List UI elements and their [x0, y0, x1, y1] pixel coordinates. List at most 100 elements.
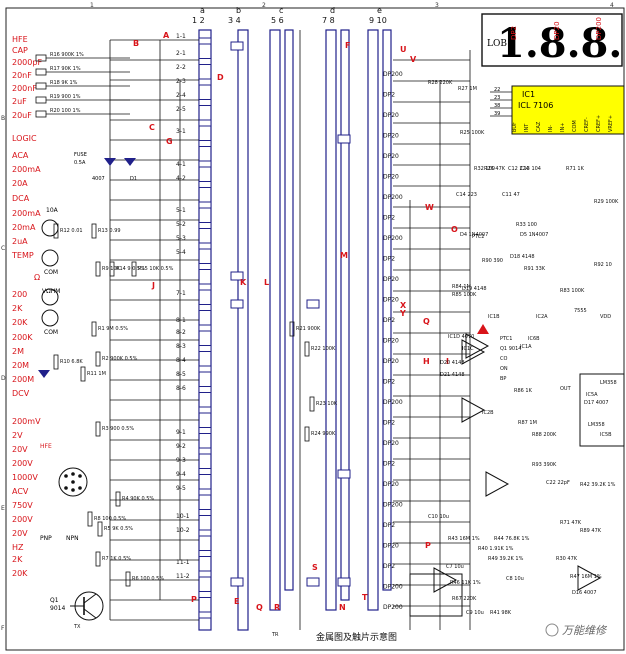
ruler-letter: E [1, 505, 5, 512]
range-label: 20M [12, 361, 29, 370]
ruler-number: 2 [262, 2, 266, 9]
component-label: PTC1 [500, 336, 512, 342]
dp-label: DP200 [383, 399, 403, 406]
range-label: DCA [12, 194, 30, 203]
component-label: C13 104 [520, 166, 541, 172]
component-label: R92 10 [594, 262, 612, 268]
watermark: 万能维修 [545, 623, 608, 637]
contact-pad [198, 386, 212, 393]
range-label: 200M [12, 375, 34, 384]
dp-label: DP20 [383, 174, 399, 181]
op-amp-symbol [577, 565, 602, 591]
switch-pin-label: 10-1 [176, 513, 190, 520]
resistor-label: R11 1M [87, 371, 106, 377]
arrow-label: Y [399, 309, 406, 318]
switch-pin-label: 8-6 [176, 385, 186, 392]
resistor-label: R12 0.01 [60, 228, 83, 234]
column-number: 5 6 [271, 16, 284, 25]
ic-pin-label: CREF+ [596, 115, 602, 132]
range-label: 2000pF [12, 58, 42, 67]
resistor-body [95, 351, 101, 367]
component-label: R49 39.2K 1% [488, 556, 524, 562]
component-label: R90 390 [482, 258, 503, 264]
ic-pin-label: IN- [548, 125, 554, 132]
arrow-label: E [234, 597, 239, 606]
switch-pin-label: 7-1 [176, 290, 186, 297]
component-label: IC1D 4070 [448, 334, 474, 340]
resistor-label: R15 10K 0.5% [138, 266, 174, 272]
dp-label: DP20 [383, 358, 399, 365]
op-amp-symbol [461, 339, 486, 365]
column-letter: e [377, 6, 382, 15]
switch-pin-label: 10-2 [176, 527, 190, 534]
diagram-title: 金属图及触片示意图 [316, 631, 397, 643]
range-label: 200K [12, 333, 33, 342]
column-letter: a [200, 6, 205, 15]
component-label: R93 390K [532, 462, 557, 468]
op-amp-symbol [461, 397, 486, 423]
svg-text:38: 38 [494, 103, 500, 109]
ic-7555-box [579, 373, 625, 447]
ic1-part: ICL 7106 [518, 101, 553, 110]
arrow-label: G [166, 137, 173, 146]
contact-block [337, 469, 351, 479]
contact-block [306, 299, 320, 309]
terminal-vohm [41, 288, 59, 306]
resistor-body [91, 223, 97, 239]
resistor-label: R4 90K 0.5% [122, 496, 154, 502]
component-label: D20 4148 [440, 360, 465, 366]
contact-pad [198, 529, 212, 537]
component-label: R44 76.8K 1% [494, 536, 530, 542]
range-label: 20V [12, 445, 28, 454]
dp-label: DP2 [383, 379, 395, 386]
switch-pin-label: 3-1 [176, 128, 186, 135]
component-label: R87 1M [518, 420, 537, 426]
contact-pad [198, 406, 212, 414]
component-label: R71 1K [566, 166, 585, 172]
contact-pad [198, 181, 212, 188]
range-label: 200 [12, 290, 27, 299]
switch-pins: 1-12-12-22-32-42-53-14-14-25-15-25-35-47… [176, 33, 190, 580]
contact-pad [198, 324, 212, 332]
component-label: D16 4007 [572, 590, 597, 596]
switch-pin-label: 9-2 [176, 443, 186, 450]
contact-pad [198, 283, 212, 291]
contact-strip [237, 29, 249, 631]
component-label: C10 10u [428, 514, 449, 520]
hfe-socket [58, 467, 88, 497]
switch-pin-label: 11-2 [176, 573, 190, 580]
range-label: 20V [12, 529, 28, 538]
switch-pin-label: 5-1 [176, 207, 186, 214]
arrow-label: C [149, 123, 155, 132]
range-label: 20A [12, 179, 28, 188]
resistor-label: R21 900K [296, 326, 321, 332]
arrow-label: S [312, 563, 318, 572]
resistor-label: R3 900 0.5% [102, 426, 134, 432]
range-label: 200V [12, 459, 33, 468]
range-label: 2K [12, 304, 23, 313]
arrow-label: J [151, 281, 155, 290]
ic-pin-label: BUF [512, 122, 518, 132]
column-number: 7 8 [322, 16, 335, 25]
component-label: R88 200K [532, 432, 557, 438]
arrow-label: D [217, 73, 224, 82]
terminal-label: COM [44, 329, 58, 336]
component-label: R71 47K [560, 520, 582, 526]
range-label: 2uA [12, 237, 28, 246]
resistor-body [97, 521, 103, 537]
switch-pin-label: 4-2 [176, 175, 186, 182]
dp-label: DP20 [383, 297, 399, 304]
resistor-label: R18 9K 1% [50, 80, 78, 86]
switch-contact-strips [198, 29, 392, 631]
switch-pin-label: 8-4 [176, 357, 186, 364]
contact-pad [198, 222, 212, 229]
component-label: C9 10u [466, 610, 484, 616]
component-label: R47 16M 1% [570, 574, 602, 580]
arrow-label: M [340, 251, 348, 260]
resistor-body [87, 511, 93, 527]
resistor-body [125, 571, 131, 587]
contact-block [230, 577, 244, 587]
dp-label: DP2 [383, 317, 395, 324]
component-label: R83 100K [560, 288, 585, 294]
